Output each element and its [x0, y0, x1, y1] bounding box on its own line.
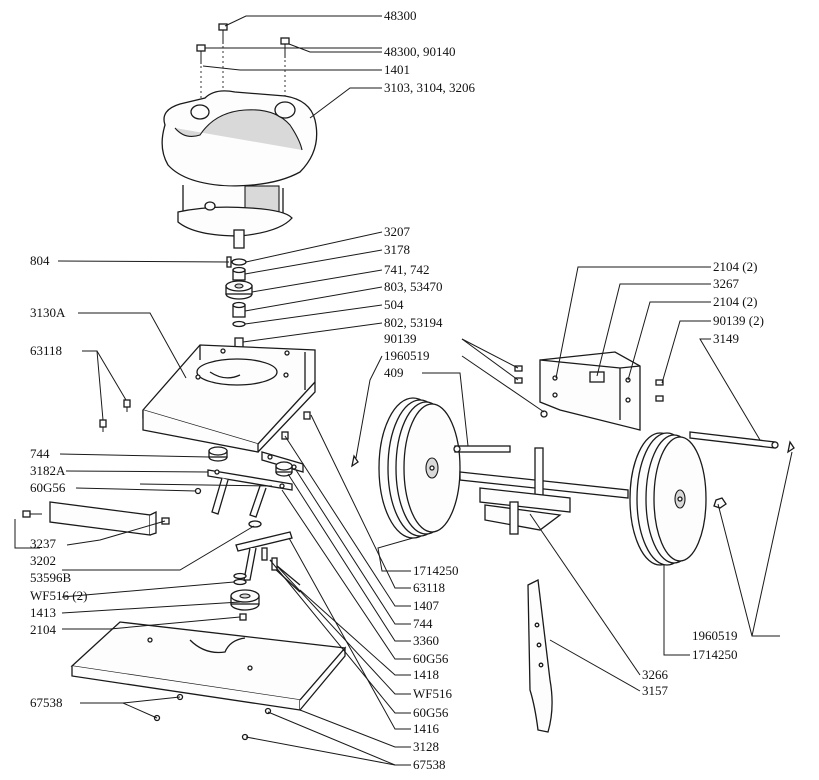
label-744-right: 744	[413, 616, 433, 631]
bolt-2104-lower	[239, 613, 247, 621]
bolt-3237-right	[161, 517, 170, 525]
pulley-744-a	[208, 446, 228, 462]
label-3360: 3360	[413, 633, 439, 648]
label-2104-2-top: 2104 (2)	[713, 259, 757, 274]
wheel-1714250-right	[629, 432, 707, 566]
label-802-53194: 802, 53194	[384, 315, 443, 330]
label-2104: 2104	[30, 622, 57, 637]
label-67538-right: 67538	[413, 757, 446, 772]
bolt-3237-left	[22, 510, 42, 518]
label-53596B: 53596B	[30, 570, 72, 585]
bolt-90139-right-a	[655, 379, 664, 386]
bolt-63118-left-a	[123, 399, 131, 412]
pulley-1413	[230, 589, 260, 611]
label-1407: 1407	[413, 598, 440, 613]
label-803-53470: 803, 53470	[384, 279, 443, 294]
label-60G56-left: 60G56	[30, 480, 66, 495]
pulley-741-742	[225, 280, 253, 300]
label-3149: 3149	[713, 331, 739, 346]
spring-clip-1960519-right	[787, 440, 795, 454]
bolt-63118-right	[303, 411, 311, 420]
arm-3182A	[207, 469, 293, 518]
label-744-left: 744	[30, 446, 50, 461]
washer-3207	[231, 258, 247, 266]
kickstand-3157	[527, 579, 553, 733]
spring-clip-1960519-wheel-left	[351, 454, 359, 468]
arm-1416	[235, 531, 293, 581]
spacer-3178	[232, 266, 246, 281]
label-3266: 3266	[642, 667, 669, 682]
label-48300: 48300	[384, 8, 417, 23]
label-1418: 1418	[413, 667, 439, 682]
nut-60G56-a	[194, 487, 202, 495]
label-504: 504	[384, 297, 404, 312]
label-2104-2-second: 2104 (2)	[713, 294, 757, 309]
spring-clip-1960519-left	[540, 410, 548, 418]
engine-assembly	[161, 90, 318, 249]
axle-409	[453, 445, 511, 453]
label-1960519-top: 1960519	[384, 348, 430, 363]
label-3182A: 3182A	[30, 463, 66, 478]
label-63118-left: 63118	[30, 343, 62, 358]
bolt-48300-left	[196, 44, 206, 64]
label-48300-90140: 48300, 90140	[384, 44, 456, 59]
label-804: 804	[30, 253, 50, 268]
label-90139-2: 90139 (2)	[713, 313, 764, 328]
label-1416: 1416	[413, 721, 440, 736]
axle-3149	[689, 431, 779, 449]
pulley-744-b	[275, 461, 293, 477]
label-WF516: WF516	[413, 686, 453, 701]
wheel-1714250-left	[378, 397, 461, 539]
bolt-90139-a	[514, 365, 523, 372]
frame-3130A	[142, 344, 316, 453]
spacer-803	[232, 301, 246, 318]
axle-bracket-3267	[539, 351, 641, 431]
bolt-48300-right	[280, 37, 290, 58]
label-3202: 3202	[30, 553, 56, 568]
label-3237: 3237	[30, 536, 57, 551]
label-3157: 3157	[642, 683, 669, 698]
label-1714250-right: 1714250	[692, 647, 738, 662]
bolt-stack-lower	[261, 547, 278, 571]
label-741-742: 741, 742	[384, 262, 430, 277]
label-3207: 3207	[384, 224, 411, 239]
bolt-63118-mid	[281, 431, 289, 440]
label-1714250-left: 1714250	[413, 563, 459, 578]
carriage-3266	[459, 447, 629, 535]
nut-1960519-right	[713, 497, 727, 509]
label-3128: 3128	[413, 739, 439, 754]
label-3130A: 3130A	[30, 305, 66, 320]
label-90139: 90139	[384, 331, 417, 346]
label-WF516-2: WF516 (2)	[30, 588, 87, 603]
bolt-48300-top	[218, 23, 228, 44]
label-3103-3104-3206: 3103, 3104, 3206	[384, 80, 476, 95]
washer-504	[232, 320, 246, 328]
label-1413: 1413	[30, 605, 56, 620]
blade-3128	[70, 621, 347, 711]
bolt-90139-b	[514, 377, 523, 384]
label-60G56-right-a: 60G56	[413, 651, 449, 666]
bolt-90139-right-b	[655, 395, 664, 402]
label-3178: 3178	[384, 242, 410, 257]
label-1401: 1401	[384, 62, 410, 77]
bolt-63118-left-b	[99, 419, 107, 432]
label-3267: 3267	[713, 276, 740, 291]
bracket-3202	[49, 501, 157, 536]
label-1960519-right: 1960519	[692, 628, 738, 643]
label-63118-right: 63118	[413, 580, 445, 595]
label-67538-left: 67538	[30, 695, 63, 710]
label-409: 409	[384, 365, 404, 380]
washer-53596B	[248, 520, 262, 528]
label-60G56-right-b: 60G56	[413, 705, 449, 720]
